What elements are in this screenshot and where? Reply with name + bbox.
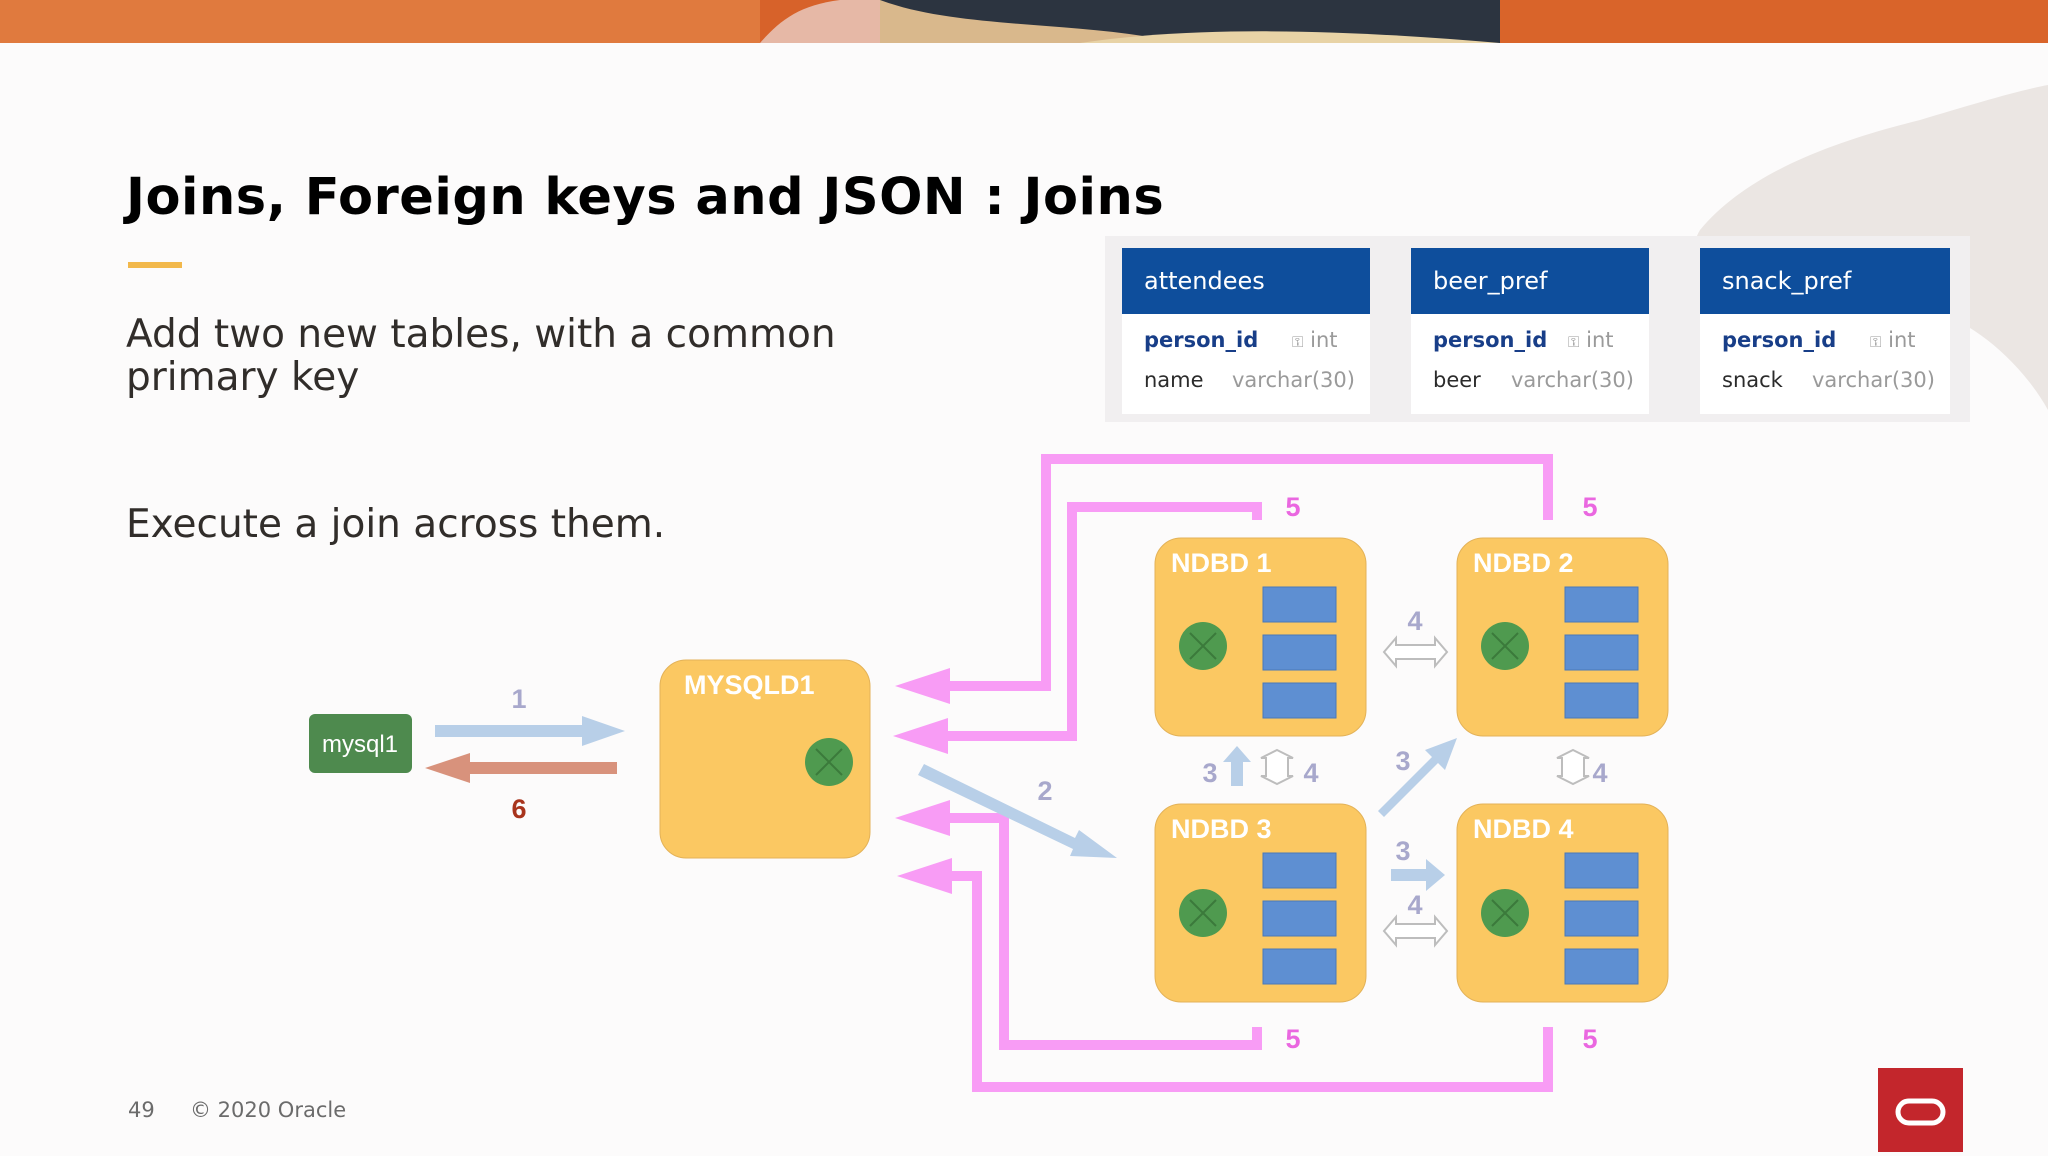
decorative-banner [0,0,2048,43]
client-node: mysql1 [309,714,412,773]
arrowhead [895,800,950,836]
page-number: 49 [128,1098,155,1122]
response-arrow [425,753,617,783]
oracle-logo-icon [1878,1068,1963,1152]
table-block-icon [1564,852,1639,985]
column-name: snack [1722,368,1783,392]
data-node-ndbd1: NDBD 1 [1154,537,1367,737]
table-snack-pref: snack_pref person_id ⚿ int snack varchar… [1700,248,1950,414]
table-beer-pref: beer_pref person_id ⚿ int beer varchar(3… [1411,248,1649,414]
instruction-text: Execute a join across them. [126,502,666,547]
arrowhead [897,858,952,894]
step-label-5: 5 [1285,492,1300,522]
arrowhead [893,718,948,754]
table-row: name varchar(30) [1144,368,1358,392]
result-flow-arrowheads [893,668,952,894]
step-label-4: 4 [1407,890,1422,920]
step-label-5: 5 [1582,1024,1597,1054]
table-row: beer varchar(30) [1433,368,1637,392]
data-node-label: NDBD 3 [1171,814,1272,844]
step-label-6: 6 [511,794,526,824]
step-4-double-arrow [1260,748,1294,786]
status-circle-icon [1179,622,1227,670]
step-label-1: 1 [511,684,526,714]
step-label-3: 3 [1202,758,1217,788]
key-icon: ⚿ [1870,333,1882,351]
data-node-ndbd4: NDBD 4 [1456,803,1669,1003]
step-label-5: 5 [1582,492,1597,522]
key-column: person_id [1144,328,1259,352]
flow-path-ndbd2 [930,454,1553,691]
step-4-double-arrow [1382,914,1449,948]
client-label: mysql1 [322,731,398,758]
column-type: ⚿ int [1292,328,1338,352]
status-circle-icon [1179,889,1227,937]
table-name: attendees [1122,248,1370,314]
intro-text: Add two new tables, with a common primar… [126,312,836,400]
step-label-4: 4 [1407,606,1422,636]
column-type: varchar(30) [1812,368,1935,392]
copyright: © 2020 Oracle [190,1098,347,1122]
step-4-double-arrow [1556,748,1590,786]
status-circle-icon [1481,622,1529,670]
data-node-ndbd3: NDBD 3 [1154,803,1367,1003]
table-row: person_id ⚿ int [1722,328,1938,352]
title-underline [128,262,182,268]
table-row: snack varchar(30) [1722,368,1938,392]
data-node-label: NDBD 2 [1473,548,1574,578]
key-icon: ⚿ [1568,333,1580,351]
table-name: beer_pref [1411,248,1649,314]
data-node-ndbd2: NDBD 2 [1456,537,1669,737]
key-type: int [1310,328,1338,352]
column-type: varchar(30) [1232,368,1355,392]
request-arrow [435,716,625,746]
column-name: name [1144,368,1204,392]
step-4-double-arrow [1382,635,1449,669]
step-label-4: 4 [1303,758,1318,788]
step-label-3: 3 [1395,746,1410,776]
table-name: snack_pref [1700,248,1950,314]
step-3-up-arrow [1223,746,1251,786]
data-node-label: NDBD 1 [1171,548,1272,578]
key-type: int [1586,328,1614,352]
sql-node: MYSQLD1 [659,659,871,859]
step-label-5: 5 [1285,1024,1300,1054]
key-column: person_id [1433,328,1548,352]
key-icon: ⚿ [1292,333,1304,351]
status-circle-icon [805,738,853,786]
table-block-icon [1262,586,1337,719]
step-3-right-arrow [1391,859,1445,891]
key-column: person_id [1722,328,1837,352]
status-circle-icon [1481,889,1529,937]
key-type: int [1888,328,1916,352]
flow-path-ndbd4 [930,871,1553,1092]
sql-node-label: MYSQLD1 [684,670,815,700]
table-row: person_id ⚿ int [1433,328,1637,352]
column-type: varchar(30) [1511,368,1634,392]
step-3-diagonal-arrow [1378,738,1457,817]
arrowhead [895,668,950,704]
step-2-arrow [918,764,1117,858]
table-block-icon [1564,586,1639,719]
column-type: ⚿ int [1568,328,1614,352]
table-attendees: attendees person_id ⚿ int name varchar(3… [1122,248,1370,414]
page-title: Joins, Foreign keys and JSON : Joins [126,168,1165,227]
result-flow-paths [930,454,1553,1092]
step-label-3: 3 [1395,836,1410,866]
table-block-icon [1262,852,1337,985]
column-name: beer [1433,368,1481,392]
table-row: person_id ⚿ int [1144,328,1358,352]
data-node-label: NDBD 4 [1473,814,1574,844]
flow-path-ndbd1 [930,502,1262,741]
column-type: ⚿ int [1870,328,1916,352]
step-label-4: 4 [1592,758,1607,788]
step-label-2: 2 [1037,776,1052,806]
flow-path-ndbd3 [930,813,1262,1050]
